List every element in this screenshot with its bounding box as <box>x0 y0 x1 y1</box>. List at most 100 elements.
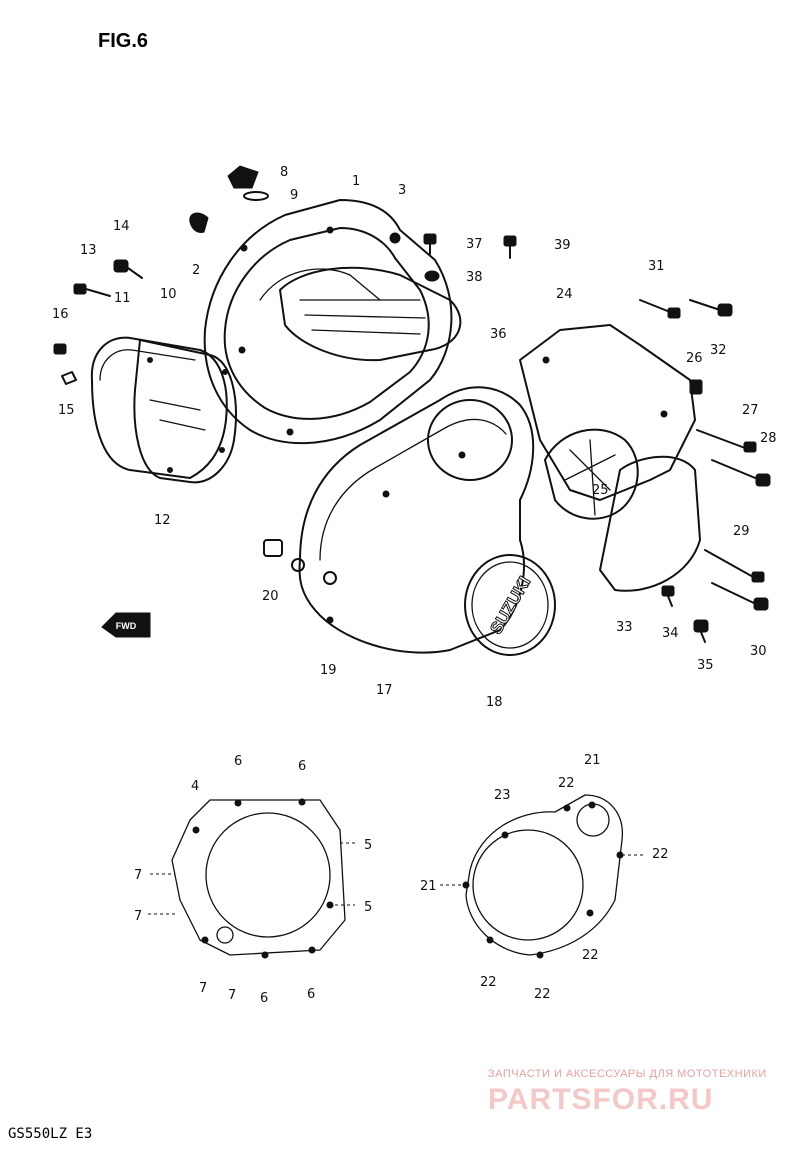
watermark-line2: PARTSFOR.RU <box>488 1083 713 1116</box>
generator-cover <box>90 336 228 479</box>
baffle-ribs <box>299 299 426 335</box>
callout-38: 38 <box>466 270 483 285</box>
bolt-hole <box>323 571 337 585</box>
dowel-3 <box>389 232 401 244</box>
callout-9: 9 <box>290 188 298 203</box>
callout-25: 25 <box>592 483 609 498</box>
clutch-cover <box>223 227 430 420</box>
callout-14: 14 <box>113 219 130 234</box>
bolt-hole <box>238 346 246 354</box>
callout-36: 36 <box>490 327 507 342</box>
callout-6-b: 6 <box>298 759 306 774</box>
callout-22-d: 22 <box>480 975 497 990</box>
clutch-cover-gasket-layout <box>148 798 355 959</box>
callout-21-a: 21 <box>584 753 601 768</box>
callout-5-a: 5 <box>364 838 372 853</box>
model-label: GS550LZ E3 <box>8 1126 92 1142</box>
callout-29: 29 <box>733 524 750 539</box>
outer-cover-dome <box>427 399 513 481</box>
callout-6-c: 6 <box>260 991 268 1006</box>
callout-20: 20 <box>262 589 279 604</box>
bolt-hole <box>486 936 494 944</box>
callout-33: 33 <box>616 620 633 635</box>
bolt-hole <box>167 467 173 473</box>
clamp-15 <box>61 371 77 385</box>
figure-title: FIG.6 <box>98 30 148 52</box>
bolt-hole <box>563 804 571 812</box>
clutch-outer-cover-assembly: SUZUKI <box>291 386 556 656</box>
rotor-25 <box>544 428 639 520</box>
callout-22-c: 22 <box>582 948 599 963</box>
callout-8: 8 <box>280 165 288 180</box>
gasket-bore <box>472 829 584 941</box>
rotor-spokes <box>564 439 616 516</box>
callout-12: 12 <box>154 513 171 528</box>
bolt-hole <box>458 451 466 459</box>
callout-30: 30 <box>750 644 767 659</box>
callout-24: 24 <box>556 287 573 302</box>
outer-cover-17 <box>298 386 535 654</box>
callout-31: 31 <box>648 259 665 274</box>
callout-15: 15 <box>58 403 75 418</box>
callout-22-b: 22 <box>652 847 669 862</box>
gasket-outline <box>465 794 623 956</box>
callout-35: 35 <box>697 658 714 673</box>
callout-2: 2 <box>192 263 200 278</box>
clutch-cover-gasket <box>203 199 453 445</box>
gasket-port <box>576 803 610 837</box>
bolt-13 <box>73 283 111 297</box>
callout-7-d: 7 <box>228 988 236 1003</box>
callout-28: 28 <box>760 431 777 446</box>
bolt-27 <box>696 429 757 453</box>
callout-17: 17 <box>376 683 393 698</box>
bolt-35 <box>693 619 709 643</box>
bolt-hole <box>147 357 153 363</box>
callout-32: 32 <box>710 343 727 358</box>
generator-cover-gasket-layout <box>440 794 645 959</box>
watermark: ЗАПЧАСТИ И АКСЕССУАРЫ ДЛЯ МОТОТЕХНИКИ PA… <box>488 1068 766 1116</box>
gasket-port <box>216 926 234 944</box>
callout-34: 34 <box>662 626 679 641</box>
bolt-hole <box>240 244 248 252</box>
bolt-hole <box>261 951 269 959</box>
bolt-hole <box>222 369 228 375</box>
o-ring-9 <box>243 191 269 201</box>
bolt-hole <box>588 801 596 809</box>
fwd-arrow: FWD <box>101 612 151 638</box>
bolt-hole <box>201 936 209 944</box>
generator-cover-rim <box>99 349 196 381</box>
lead-lines <box>440 854 645 886</box>
bolt-hole <box>586 909 594 917</box>
callout-22-e: 22 <box>534 987 551 1002</box>
generator-cover-assembly <box>90 336 237 484</box>
gasket-outline <box>171 799 346 956</box>
bolt-hole <box>234 799 242 807</box>
bolt-hole <box>219 447 225 453</box>
bolt-30 <box>711 582 769 611</box>
damper-26 <box>689 379 703 395</box>
callout-6-a: 6 <box>234 754 242 769</box>
bolt-hole <box>660 410 668 418</box>
gasket-bore <box>205 812 331 938</box>
bolt-hole <box>286 428 294 436</box>
screw-16 <box>53 343 67 355</box>
callout-39: 39 <box>554 238 571 253</box>
signal-cover-24 <box>519 324 696 501</box>
cover-33 <box>599 455 701 592</box>
fwd-label: FWD <box>116 621 137 631</box>
generator-ribs <box>149 399 206 431</box>
lead-lines <box>148 842 355 915</box>
bolt-34 <box>661 585 675 607</box>
bolt-29 <box>704 549 765 583</box>
callout-10: 10 <box>160 287 177 302</box>
bolt-hole <box>192 826 200 834</box>
callout-labels: 1 2 3 8 9 10 11 12 13 14 15 16 17 18 19 … <box>52 165 777 1006</box>
grommet-2 <box>189 212 209 233</box>
bolt-hole <box>536 951 544 959</box>
callout-1: 1 <box>352 174 360 189</box>
callout-26: 26 <box>686 351 703 366</box>
callout-37: 37 <box>466 237 483 252</box>
bolt-hole <box>308 946 316 954</box>
signal-generator-cover-assembly <box>519 324 701 592</box>
suzuki-emblem-18: SUZUKI <box>464 554 556 656</box>
